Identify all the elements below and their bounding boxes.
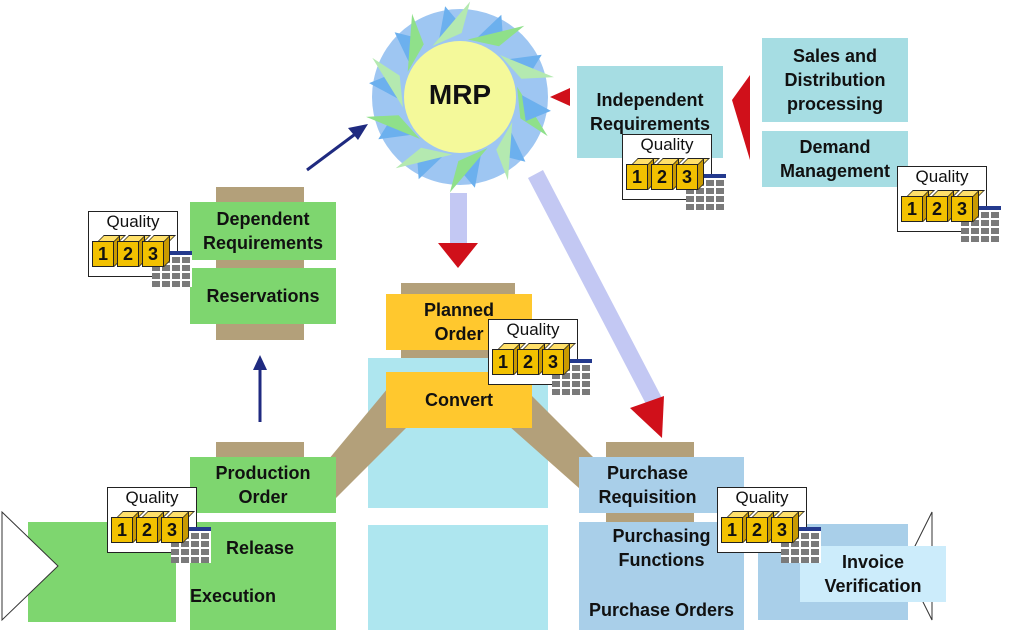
starburst-ray [457,155,481,188]
starburst-ray [407,13,424,72]
reservations-box: Reservations [190,268,336,324]
dependent-requirements-box: Dependent Requirements [190,202,336,260]
quality-cube-digit: 3 [161,517,183,543]
quality-title: Quality [640,135,694,154]
sales-distribution-box: Sales and Distribution processing [762,38,908,122]
independent-requirements-label: Independent Requirements [589,90,711,134]
mrp-to-planned-arrowhead [438,243,478,268]
quality-cube-digit: 1 [721,517,743,543]
invoice-verification-label: Invoice Verification [824,552,922,596]
purchase-requisition-label: Purchase Requisition [598,463,697,507]
production-order-label: Production Order [215,463,311,507]
starburst-ray [521,95,551,122]
starburst-ray [439,6,463,39]
table-grid-header [975,206,1001,210]
purchasing-box: Purchasing Functions Purchase Orders [579,522,744,630]
starburst-ray [467,25,525,47]
table-grid-header [700,174,726,178]
quality-cube-digit: 1 [626,164,648,190]
quality-cube-digit: 1 [92,241,114,267]
production-order-box: Production Order [190,457,336,513]
quality-title: Quality [735,488,789,507]
quality-cube-digit: 1 [492,349,514,375]
quality-cube-digit: 3 [142,241,164,267]
quality-title: Quality [915,167,969,186]
sales-distribution-label: Sales and Distribution processing [784,46,886,114]
execution-label: Execution [190,586,277,606]
quality-cube-digit: 2 [117,241,139,267]
mrp-label: MRP [428,79,492,110]
quality-cube-digit: 3 [771,517,793,543]
table-grid-icon [152,253,192,287]
invoice-verification-box: Invoice Verification [800,546,946,602]
table-grid-header [185,527,211,531]
dependent-requirements-label: Dependent Requirements [202,209,324,253]
mrp-to-planned-shaft [450,193,467,248]
quality-cube-digit: 2 [746,517,768,543]
table-grid-header [795,527,821,531]
table-grid-header [166,251,192,255]
quality-cube-digit: 3 [676,164,698,190]
starburst-ray [449,148,488,193]
release-label: Release [226,538,295,558]
left-chevron [1,510,59,622]
quality-cube-digit: 2 [926,196,948,222]
quality-cube-digit: 2 [517,349,539,375]
mrp-starburst [366,1,554,193]
quality-cube-digit: 1 [901,196,923,222]
to-mrp-arrowhead [550,88,570,106]
quality-cube-digit: 1 [111,517,133,543]
purchase-requisition-box: Purchase Requisition [579,457,744,513]
reservations-label: Reservations [206,286,320,306]
quality-title: Quality [106,212,160,231]
mrp-to-purchase-arrowhead [630,396,664,438]
table-grid-header [566,359,592,363]
mrp-to-purchase-shaft [528,170,662,406]
quality-cube-digit: 3 [542,349,564,375]
starburst-ray [500,55,554,79]
starburst-ray [366,115,420,139]
quality-title: Quality [506,320,560,339]
release-execution-box: Release Execution [190,522,336,630]
dependent-to-mrp-arrow [306,130,359,172]
convert-label: Convert [424,390,493,410]
starburst-ray [496,122,513,181]
planned-order-label: Planned Order [423,300,494,344]
quality-cube-digit: 2 [136,517,158,543]
quality-cube-digit: 2 [651,164,673,190]
quality-cube-digit: 3 [951,196,973,222]
purchasing-functions-label: Purchasing Functions [612,526,711,570]
purchase-orders-label: Purchase Orders [588,600,735,620]
central-column-bottom [368,525,548,630]
table-grid-icon [961,208,1001,242]
quality-title: Quality [125,488,179,507]
demand-to-independent-arrowhead [732,75,750,160]
production-to-dependent-arrowhead [253,355,267,370]
demand-management-label: Demand Management [779,137,891,181]
starburst-ray [432,1,471,46]
starburst-ray [395,147,453,169]
demand-management-box: Demand Management [762,131,908,187]
dependent-to-mrp-arrowhead [348,124,368,140]
starburst-ray [372,57,403,108]
